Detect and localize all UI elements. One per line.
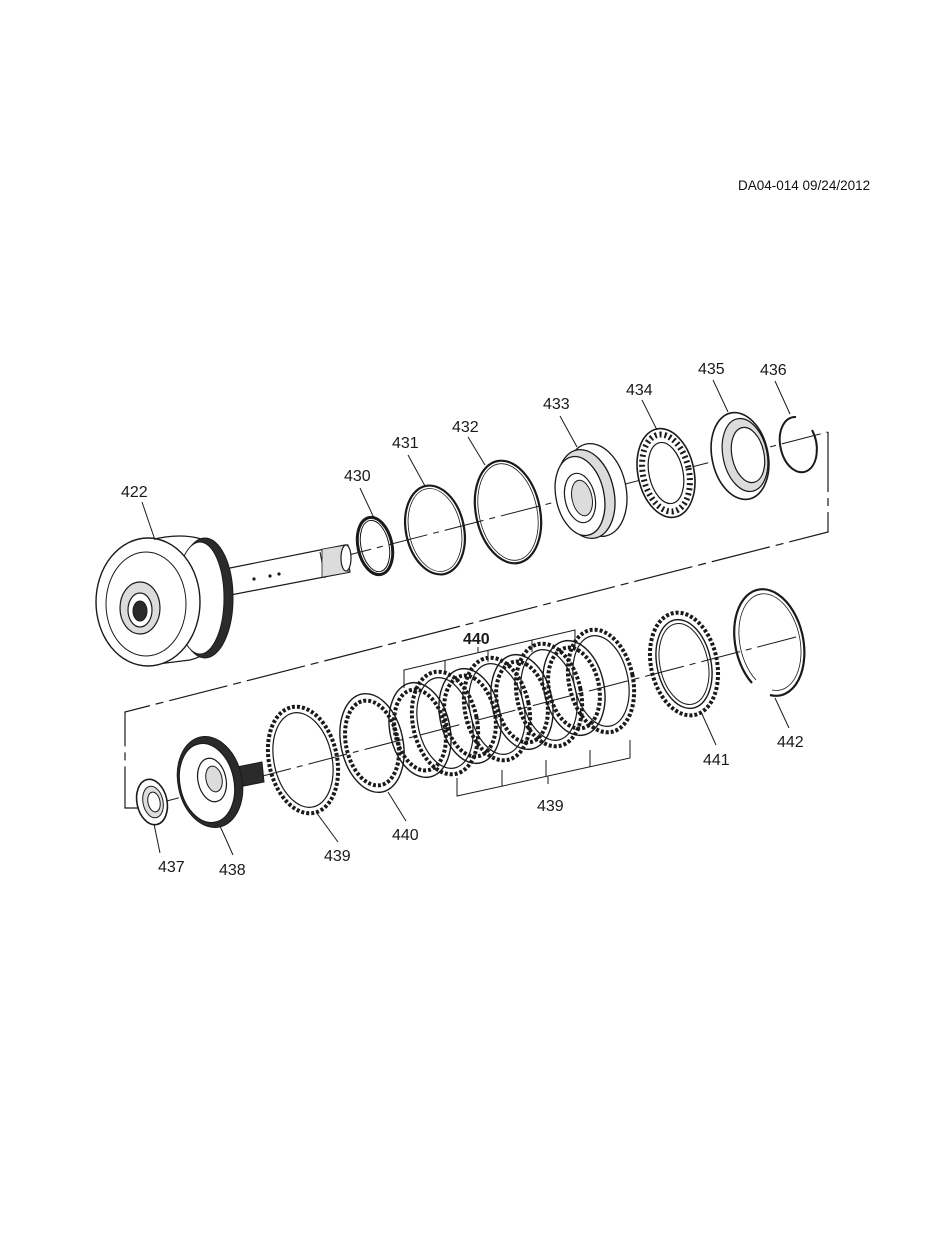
callout-439-group: 439: [537, 798, 564, 815]
bottom-centerline: [139, 635, 801, 809]
callout-432: 432: [452, 419, 479, 436]
drawing-id-date: DA04-014 09/24/2012: [738, 178, 871, 193]
bracket-439-group: [456, 740, 631, 797]
part-422-input-drum-shaft: [95, 535, 352, 667]
callout-431: 431: [392, 435, 419, 452]
callout-434: 434: [626, 382, 653, 399]
part-432-seal-ring: [473, 459, 543, 565]
part-434-spring-assembly: [636, 427, 696, 519]
part-441-backing-plate: [647, 610, 721, 718]
callout-438: 438: [219, 862, 246, 879]
part-438-clutch-hub: [176, 736, 265, 828]
part-439-clutch-plate-front: [265, 704, 341, 816]
part-430-snap-ring: [355, 515, 395, 577]
callout-437: 437: [158, 859, 185, 876]
callout-430: 430: [344, 468, 371, 485]
row-connector-line: [124, 432, 829, 809]
part-436-retaining-ring: [778, 415, 818, 474]
part-435-spring-retainer: [710, 411, 770, 501]
part-433-clutch-piston: [554, 442, 628, 540]
part-437-thrust-washer: [135, 778, 169, 826]
callout-442: 442: [777, 734, 804, 751]
callout-433: 433: [543, 396, 570, 413]
callout-435: 435: [698, 361, 725, 378]
callout-441: 441: [703, 752, 730, 769]
part-440-clutch-plate-front: [339, 692, 405, 794]
callout-440-single: 440: [392, 827, 419, 844]
part-431-seal-ring: [404, 484, 466, 576]
leader-lines: [141, 379, 791, 856]
part-442-snap-ring: [733, 588, 806, 697]
callout-422: 422: [121, 484, 148, 501]
callout-439-single: 439: [324, 848, 351, 865]
callout-436: 436: [760, 362, 787, 379]
callout-440-group: 440: [463, 631, 490, 648]
bracket-440-group: [403, 629, 576, 688]
clutch-plate-stack: [388, 627, 637, 779]
